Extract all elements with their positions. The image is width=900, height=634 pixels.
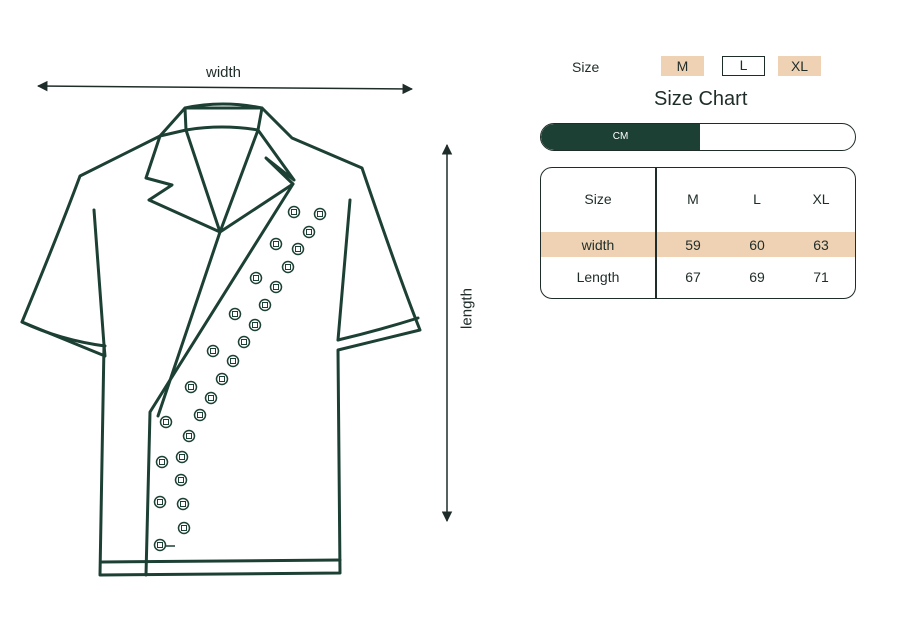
row-width-m: 59 — [685, 237, 701, 253]
shirt-button — [153, 495, 167, 509]
shirt-button-holes — [159, 459, 165, 465]
shirt-button-holes — [179, 454, 185, 460]
row-length-xl: 71 — [813, 269, 829, 285]
shirt-button — [215, 372, 229, 386]
shirt-buttons — [153, 205, 327, 552]
shirt-button-holes — [295, 246, 301, 252]
shirt-button-holes — [208, 395, 214, 401]
unit-toggle[interactable]: CM — [540, 123, 856, 151]
shirt-button — [302, 225, 316, 239]
shirt-button-holes — [230, 358, 236, 364]
table-row-width: width 59 60 63 — [541, 232, 855, 257]
shirt-button — [174, 473, 188, 487]
shirt-button-holes — [273, 284, 279, 290]
row-length-m: 67 — [685, 269, 701, 285]
width-dimension-label: width — [206, 64, 242, 81]
unit-toggle-active[interactable]: CM — [541, 124, 700, 150]
shirt-button-holes — [291, 209, 297, 215]
shirt-button-holes — [178, 477, 184, 483]
table-divider — [655, 168, 657, 298]
shirt-button-holes — [188, 384, 194, 390]
table-row-length: Length 67 69 71 — [541, 263, 855, 288]
shirt-button-holes — [157, 542, 163, 548]
shirt-button — [228, 307, 242, 321]
shirt-button — [184, 380, 198, 394]
header-size: Size — [584, 191, 612, 207]
shirt-button-holes — [163, 419, 169, 425]
shirt-button-holes — [210, 348, 216, 354]
shirt-button — [291, 242, 305, 256]
shirt-button-holes — [219, 376, 225, 382]
shirt-button — [249, 271, 263, 285]
size-option-m[interactable]: M — [661, 56, 704, 76]
shirt-button-holes — [253, 275, 259, 281]
table-header-row: Size M L XL — [541, 168, 855, 228]
row-length-label: Length — [576, 269, 620, 285]
shirt-button-holes — [252, 322, 258, 328]
row-length-l: 69 — [749, 269, 765, 285]
shirt-button-holes — [157, 499, 163, 505]
shirt-button — [226, 354, 240, 368]
shirt-button-holes — [317, 211, 323, 217]
row-width-label: width — [581, 237, 615, 253]
width-arrow — [36, 80, 414, 95]
shirt-button — [204, 391, 218, 405]
shirt-button-holes — [273, 241, 279, 247]
shirt-button — [159, 415, 173, 429]
length-dimension-label: length — [458, 288, 476, 329]
shirt-button — [248, 318, 262, 332]
shirt-button — [153, 538, 167, 552]
row-width-xl: 63 — [813, 237, 829, 253]
shirt-button — [176, 497, 190, 511]
header-l: L — [753, 191, 761, 207]
header-m: M — [687, 191, 699, 207]
header-xl: XL — [812, 191, 830, 207]
shirt-button-holes — [241, 339, 247, 345]
shirt-button-holes — [232, 311, 238, 317]
shirt-button — [258, 298, 272, 312]
shirt-button — [269, 237, 283, 251]
size-option-l[interactable]: L — [722, 56, 765, 76]
shirt-button — [182, 429, 196, 443]
shirt-button — [287, 205, 301, 219]
size-selector: Size M L XL — [572, 56, 832, 78]
shirt-button — [269, 280, 283, 294]
shirt-button — [281, 260, 295, 274]
shirt-button-holes — [285, 264, 291, 270]
size-selector-label: Size — [572, 59, 600, 75]
shirt-button — [237, 335, 251, 349]
shirt-button-holes — [306, 229, 312, 235]
shirt-button — [177, 521, 191, 535]
shirt-button — [155, 455, 169, 469]
shirt-button-holes — [197, 412, 203, 418]
shirt-button — [206, 344, 220, 358]
shirt-button-holes — [186, 433, 192, 439]
row-width-l: 60 — [749, 237, 765, 253]
shirt-button-holes — [180, 501, 186, 507]
shirt-button — [313, 207, 327, 221]
size-option-xl[interactable]: XL — [778, 56, 821, 76]
shirt-button — [193, 408, 207, 422]
shirt-button-holes — [181, 525, 187, 531]
shirt-button-holes — [262, 302, 268, 308]
size-chart-title: Size Chart — [654, 88, 748, 110]
size-table: Size M L XL width 59 60 63 Length 67 69 … — [540, 167, 856, 299]
shirt-button — [175, 450, 189, 464]
